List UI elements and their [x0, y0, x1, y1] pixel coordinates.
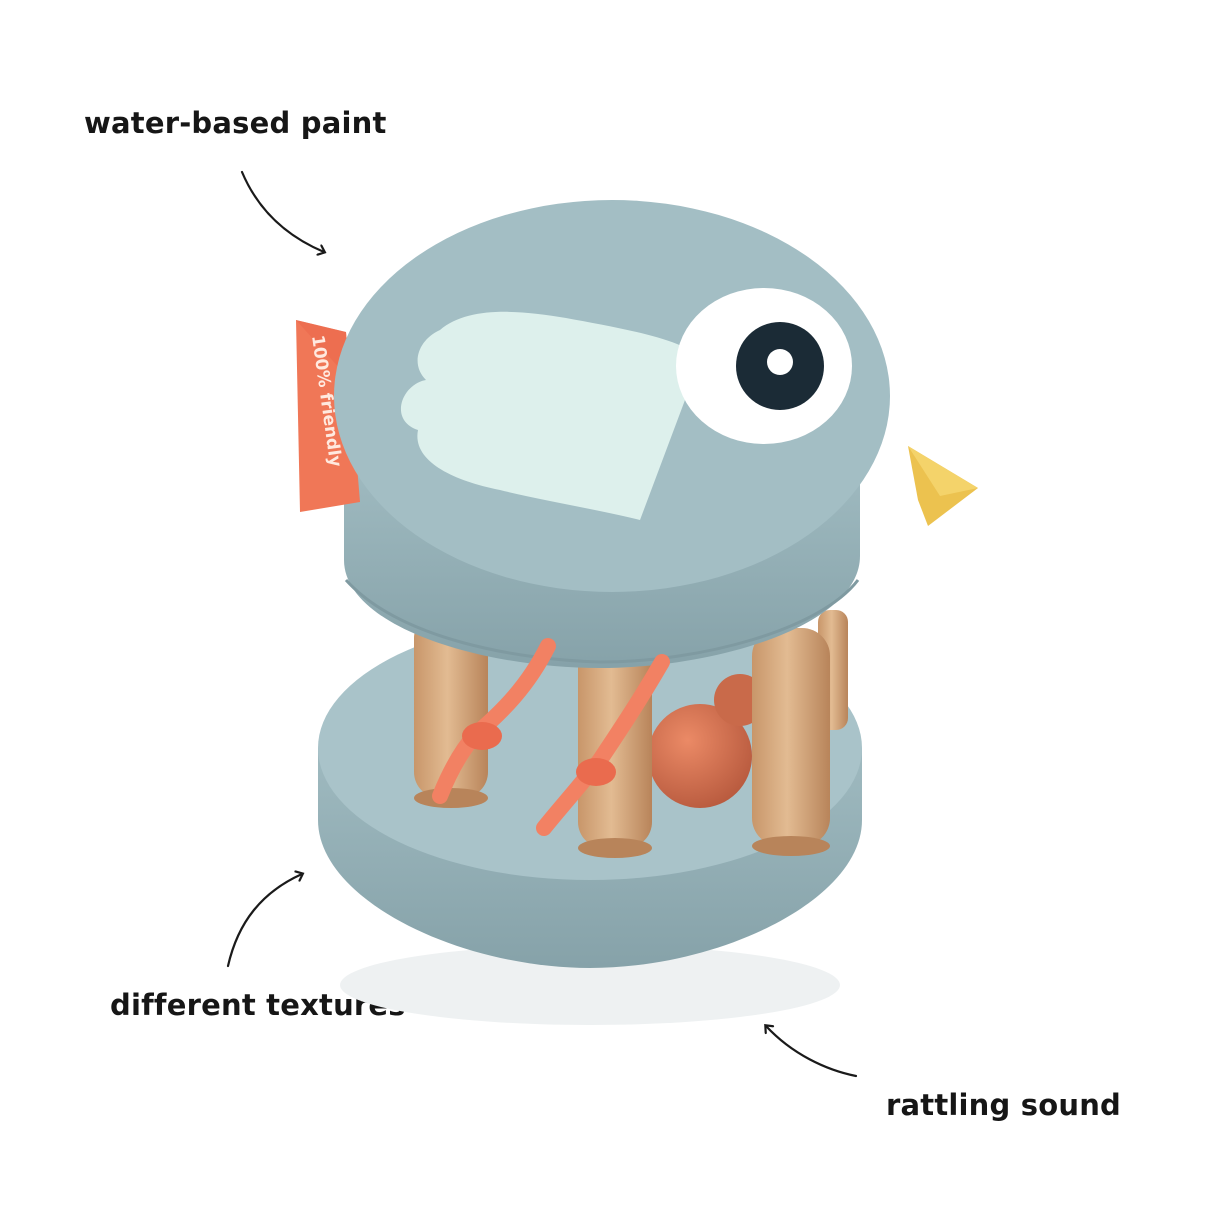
callout-water-based-paint: water-based paint [84, 106, 387, 140]
dowels-front [414, 612, 830, 858]
eye-highlight [767, 349, 793, 375]
callout-rattling-sound: rattling sound [886, 1088, 1122, 1122]
rattle-ball [648, 704, 752, 808]
arrow-to-sound [766, 1026, 858, 1078]
arrow-to-textures [226, 874, 302, 968]
cord-knots [462, 722, 616, 786]
ground-shadow [340, 945, 840, 1025]
arrow-to-paint [240, 170, 324, 252]
wing [400, 311, 700, 520]
